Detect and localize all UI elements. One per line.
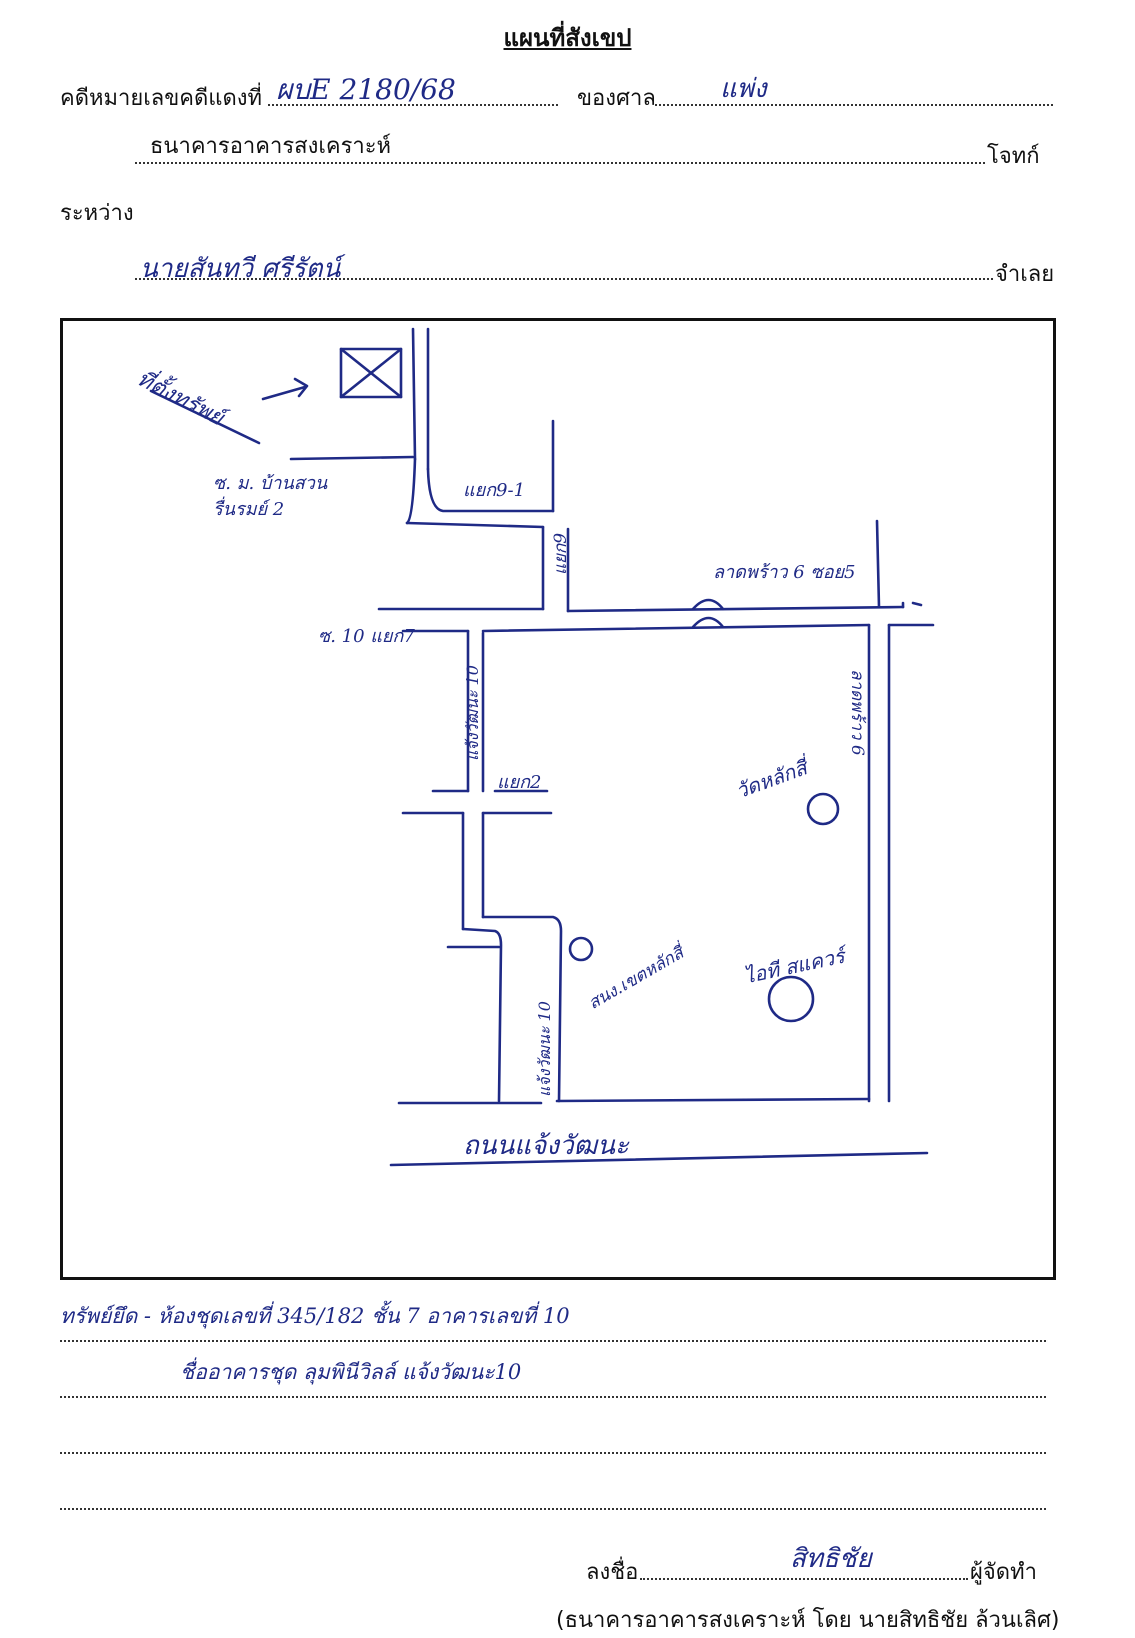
- map-sketch: ที่ตั้งทรัพย์ ซ. ม. บ้านสวน รื่นรมย์ 2 แ…: [60, 318, 1056, 1280]
- court-line: [655, 104, 1053, 106]
- signature-mark: สิทธิชัย: [790, 1544, 872, 1574]
- map-roads: [149, 327, 935, 1167]
- property-dotted-2: [60, 1396, 1046, 1398]
- court-label: ของศาล: [577, 86, 656, 111]
- property-line-1: ทรัพย์ยึด - ห้องชุดเลขที่ 345/182 ชั้น 7…: [60, 1304, 570, 1328]
- soi-10-7-label: ซ. 10 แยก7: [318, 626, 415, 647]
- junction-9-1-label: แยก9-1: [463, 480, 526, 501]
- road-right-label: ลาดพร้าว 6: [847, 669, 867, 756]
- arrow-icon: [261, 377, 309, 401]
- property-marker-icon: [339, 347, 403, 399]
- between-label: ระหว่าง: [60, 201, 134, 226]
- main-road-label: ถนนแจ้งวัฒนะ: [463, 1131, 629, 1161]
- property-dotted-3: [60, 1452, 1046, 1454]
- defendant-label: จำเลย: [995, 262, 1055, 287]
- junction-2-label: แยก2: [497, 772, 542, 793]
- district-office-marker-icon: [568, 936, 594, 962]
- property-dotted-4: [60, 1508, 1046, 1510]
- soi-vertical-lower-label: แจ้งวัฒนะ 10: [535, 1001, 554, 1097]
- page-title: แผนที่สังเขป: [503, 24, 632, 52]
- case-number-line: [268, 104, 558, 106]
- defendant-line: [135, 278, 993, 280]
- preparer-label: ผู้จัดทำ: [970, 1560, 1037, 1585]
- court-value: แพ่ง: [720, 74, 767, 104]
- defendant-name: นายสันทวี ศรีรัตน์: [140, 254, 341, 284]
- sign-line: [640, 1578, 968, 1580]
- plaintiff-line: [135, 162, 985, 164]
- sign-label: ลงชื่อ: [586, 1560, 639, 1585]
- property-dotted-1: [60, 1340, 1046, 1342]
- soi-top-label: ซ. ม. บ้านสวน รื่นรมย์ 2: [213, 473, 328, 520]
- property-line-2: ชื่ออาคารชุด ลุมพินีวิลล์ แจ้งวัฒนะ10: [180, 1360, 522, 1384]
- road-top-label: ลาดพร้าว 6 ซอย5: [713, 562, 856, 583]
- plaintiff-label: โจทก์: [987, 144, 1040, 169]
- it-square-marker-icon: [767, 975, 815, 1023]
- plaintiff-name: ธนาคารอาคารสงเคราะห์: [150, 134, 392, 159]
- case-number-value: ผบE 2180/68: [276, 73, 456, 106]
- temple-marker-icon: [806, 792, 840, 826]
- case-number-label: คดีหมายเลขคดีแดงที่: [60, 86, 263, 111]
- junction-9-label: แยก9: [551, 532, 571, 575]
- soi-vertical-left-label: แจ้งวัฒนะ 10: [463, 665, 482, 761]
- signer-note: (ธนาคารอาคารสงเคราะห์ โดย นายสิทธิชัย ล้…: [556, 1608, 1060, 1633]
